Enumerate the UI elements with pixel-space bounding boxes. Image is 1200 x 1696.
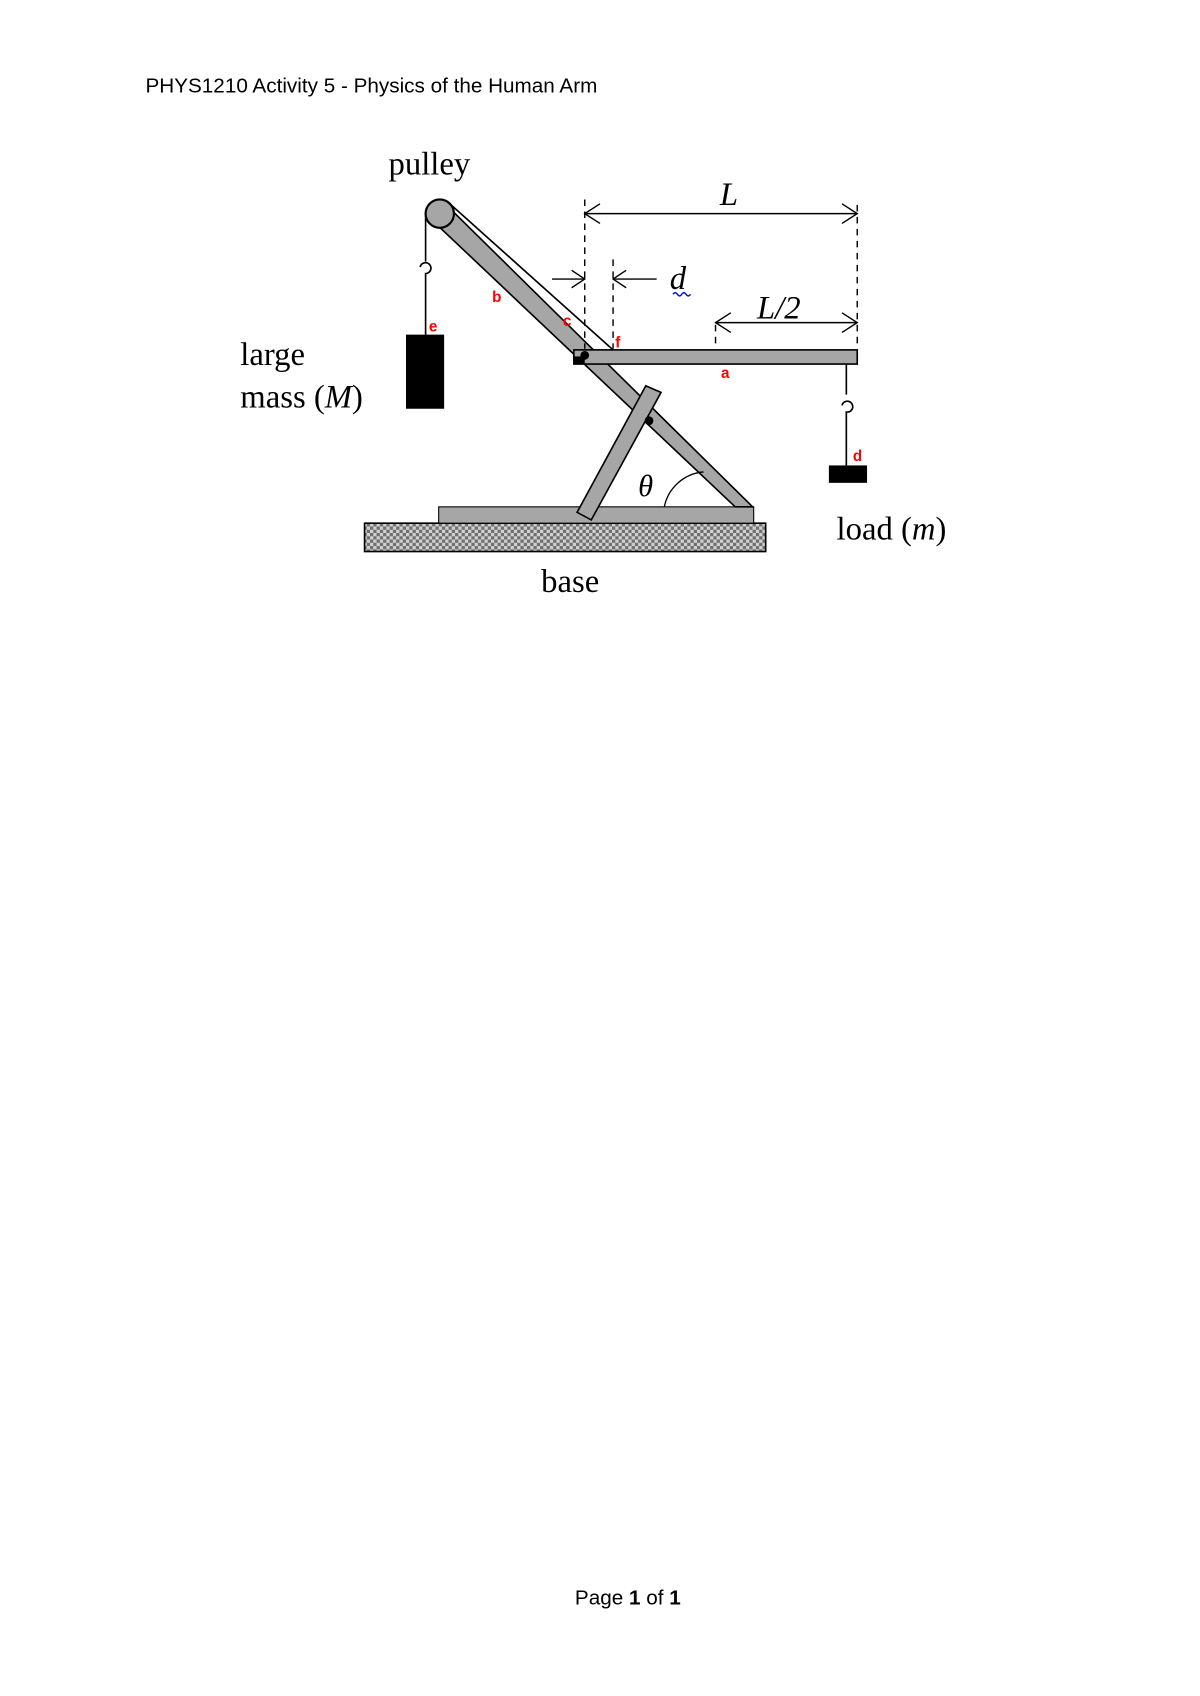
marker-e: e <box>429 318 437 335</box>
base-block <box>363 522 767 553</box>
marker-d: d <box>853 448 862 465</box>
length-L-label: L <box>719 177 738 213</box>
marker-f: f <box>615 335 621 352</box>
elbow-block <box>573 356 585 365</box>
theta-arc <box>663 471 704 507</box>
forearm-bar <box>573 349 859 365</box>
load-hook <box>841 400 854 466</box>
dimension-lines <box>552 199 859 349</box>
mass-hook <box>419 261 432 335</box>
support-strut <box>576 384 663 522</box>
marker-c: c <box>563 313 572 330</box>
tendon-cable <box>446 201 614 351</box>
large-mass-label-line1: large <box>240 337 305 373</box>
page-header-title: PHYS1210 Activity 5 - Physics of the Hum… <box>145 75 597 98</box>
load-label: load (m) <box>837 512 947 548</box>
large-mass-block <box>405 334 445 409</box>
half-length-label: L/2 <box>756 290 801 326</box>
spellcheck-underline <box>672 291 692 297</box>
distance-d-label: d <box>670 261 687 297</box>
load-block <box>828 465 868 483</box>
base-label: base <box>541 564 599 600</box>
elbow-pivot <box>580 350 590 360</box>
page-footer: Page 1 of 1 <box>575 1586 681 1609</box>
arm-diagram: pulley large mass (M) load (m) base L d … <box>240 146 946 599</box>
marker-b: b <box>492 289 501 306</box>
marker-a: a <box>721 365 730 382</box>
large-mass-label-line2: mass (M) <box>240 380 363 416</box>
pulley-label: pulley <box>389 146 471 182</box>
theta-label: θ <box>638 469 653 503</box>
strut-pivot <box>644 416 654 426</box>
